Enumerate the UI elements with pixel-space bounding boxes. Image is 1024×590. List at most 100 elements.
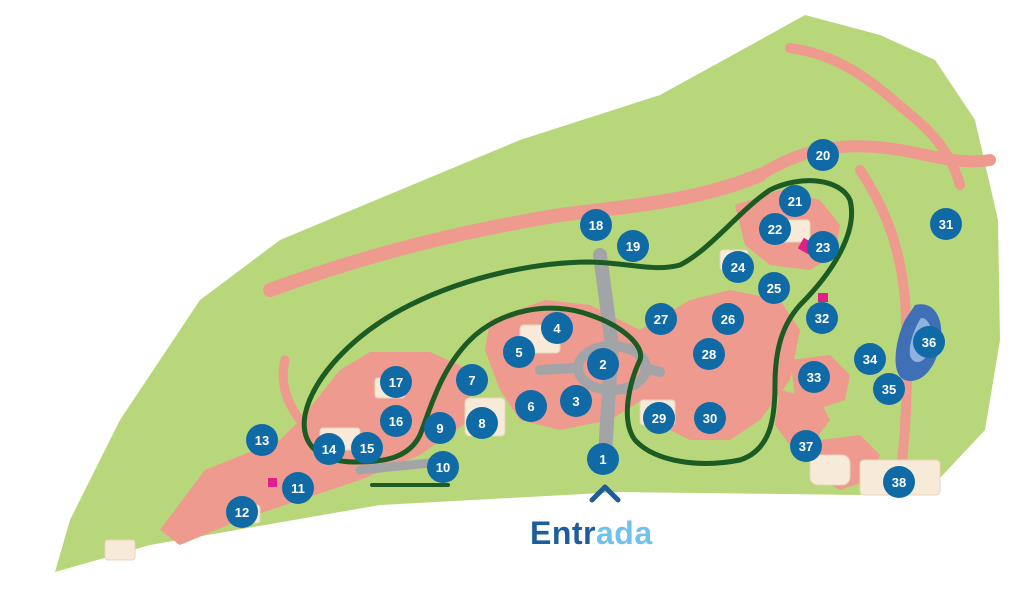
marker-circle: [587, 443, 619, 475]
marker-number: 1: [599, 452, 606, 467]
entrance-label-part1: Entr: [530, 515, 596, 551]
marker-circle: [456, 364, 488, 396]
entrance-label: Entrada: [530, 515, 653, 552]
location-marker-5[interactable]: 5: [503, 336, 535, 368]
marker-circle: [617, 230, 649, 262]
location-marker-3[interactable]: 3: [560, 385, 592, 417]
marker-number: 37: [799, 439, 813, 454]
marker-circle: [282, 472, 314, 504]
marker-circle: [226, 496, 258, 528]
location-marker-2[interactable]: 2: [587, 348, 619, 380]
location-marker-19[interactable]: 19: [617, 230, 649, 262]
marker-circle: [560, 385, 592, 417]
marker-number: 9: [436, 421, 443, 436]
location-marker-23[interactable]: 23: [807, 231, 839, 263]
marker-circle: [694, 402, 726, 434]
marker-circle: [779, 185, 811, 217]
marker-circle: [580, 209, 612, 241]
location-marker-22[interactable]: 22: [759, 213, 791, 245]
marker-circle: [722, 251, 754, 283]
location-marker-14[interactable]: 14: [313, 433, 345, 465]
location-marker-11[interactable]: 11: [282, 472, 314, 504]
marker-number: 38: [892, 475, 906, 490]
marker-number: 10: [436, 460, 450, 475]
marker-number: 11: [291, 481, 305, 496]
marker-circle: [854, 343, 886, 375]
marker-number: 25: [767, 281, 781, 296]
marker-circle: [351, 432, 383, 464]
marker-number: 4: [553, 321, 561, 336]
location-marker-29[interactable]: 29: [643, 402, 675, 434]
location-marker-7[interactable]: 7: [456, 364, 488, 396]
marker-number: 18: [589, 218, 603, 233]
marker-number: 26: [721, 312, 735, 327]
location-marker-4[interactable]: 4: [541, 312, 573, 344]
location-marker-17[interactable]: 17: [380, 366, 412, 398]
location-marker-25[interactable]: 25: [758, 272, 790, 304]
location-marker-30[interactable]: 30: [694, 402, 726, 434]
marker-circle: [380, 405, 412, 437]
location-marker-34[interactable]: 34: [854, 343, 886, 375]
marker-circle: [380, 366, 412, 398]
race-track: [301, 178, 855, 487]
marker-circle: [515, 390, 547, 422]
marker-circle: [587, 348, 619, 380]
marker-number: 13: [255, 433, 269, 448]
marker-circle: [424, 412, 456, 444]
marker-circle: [883, 466, 915, 498]
location-marker-28[interactable]: 28: [693, 338, 725, 370]
location-marker-15[interactable]: 15: [351, 432, 383, 464]
marker-number: 24: [731, 260, 746, 275]
location-marker-16[interactable]: 16: [380, 405, 412, 437]
marker-circle: [503, 336, 535, 368]
location-marker-9[interactable]: 9: [424, 412, 456, 444]
marker-number: 29: [652, 411, 666, 426]
location-marker-8[interactable]: 8: [466, 407, 498, 439]
location-marker-20[interactable]: 20: [807, 139, 839, 171]
location-marker-36[interactable]: 36: [913, 326, 945, 358]
location-marker-24[interactable]: 24: [722, 251, 754, 283]
location-marker-12[interactable]: 12: [226, 496, 258, 528]
marker-number: 19: [626, 239, 640, 254]
location-marker-18[interactable]: 18: [580, 209, 612, 241]
location-marker-1[interactable]: 1: [587, 443, 619, 475]
marker-circle: [806, 302, 838, 334]
marker-circle: [759, 213, 791, 245]
marker-circle: [693, 338, 725, 370]
location-marker-38[interactable]: 38: [883, 466, 915, 498]
marker-number: 16: [389, 414, 403, 429]
entrance-chevron-icon: [589, 484, 621, 503]
marker-number: 20: [816, 148, 830, 163]
location-marker-35[interactable]: 35: [873, 373, 905, 405]
marker-number: 36: [922, 335, 936, 350]
marker-circle: [873, 373, 905, 405]
location-marker-31[interactable]: 31: [930, 208, 962, 240]
entrance-label-part2: ada: [596, 515, 653, 551]
location-marker-6[interactable]: 6: [515, 390, 547, 422]
marker-circle: [807, 231, 839, 263]
location-marker-13[interactable]: 13: [246, 424, 278, 456]
marker-circle: [798, 361, 830, 393]
location-marker-33[interactable]: 33: [798, 361, 830, 393]
marker-circle: [913, 326, 945, 358]
marker-number: 2: [599, 357, 606, 372]
location-marker-21[interactable]: 21: [779, 185, 811, 217]
marker-number: 34: [863, 352, 878, 367]
location-marker-27[interactable]: 27: [645, 303, 677, 335]
marker-number: 31: [939, 217, 953, 232]
marker-circle: [758, 272, 790, 304]
marker-number: 23: [816, 240, 830, 255]
location-marker-32[interactable]: 32: [806, 302, 838, 334]
marker-circle: [313, 433, 345, 465]
marker-number: 28: [702, 347, 716, 362]
location-marker-26[interactable]: 26: [712, 303, 744, 335]
marker-number: 8: [478, 416, 485, 431]
location-marker-37[interactable]: 37: [790, 430, 822, 462]
marker-number: 32: [815, 311, 829, 326]
marker-number: 22: [768, 222, 782, 237]
marker-circle: [807, 139, 839, 171]
marker-number: 33: [807, 370, 821, 385]
location-marker-10[interactable]: 10: [427, 451, 459, 483]
walkways: [175, 43, 996, 545]
